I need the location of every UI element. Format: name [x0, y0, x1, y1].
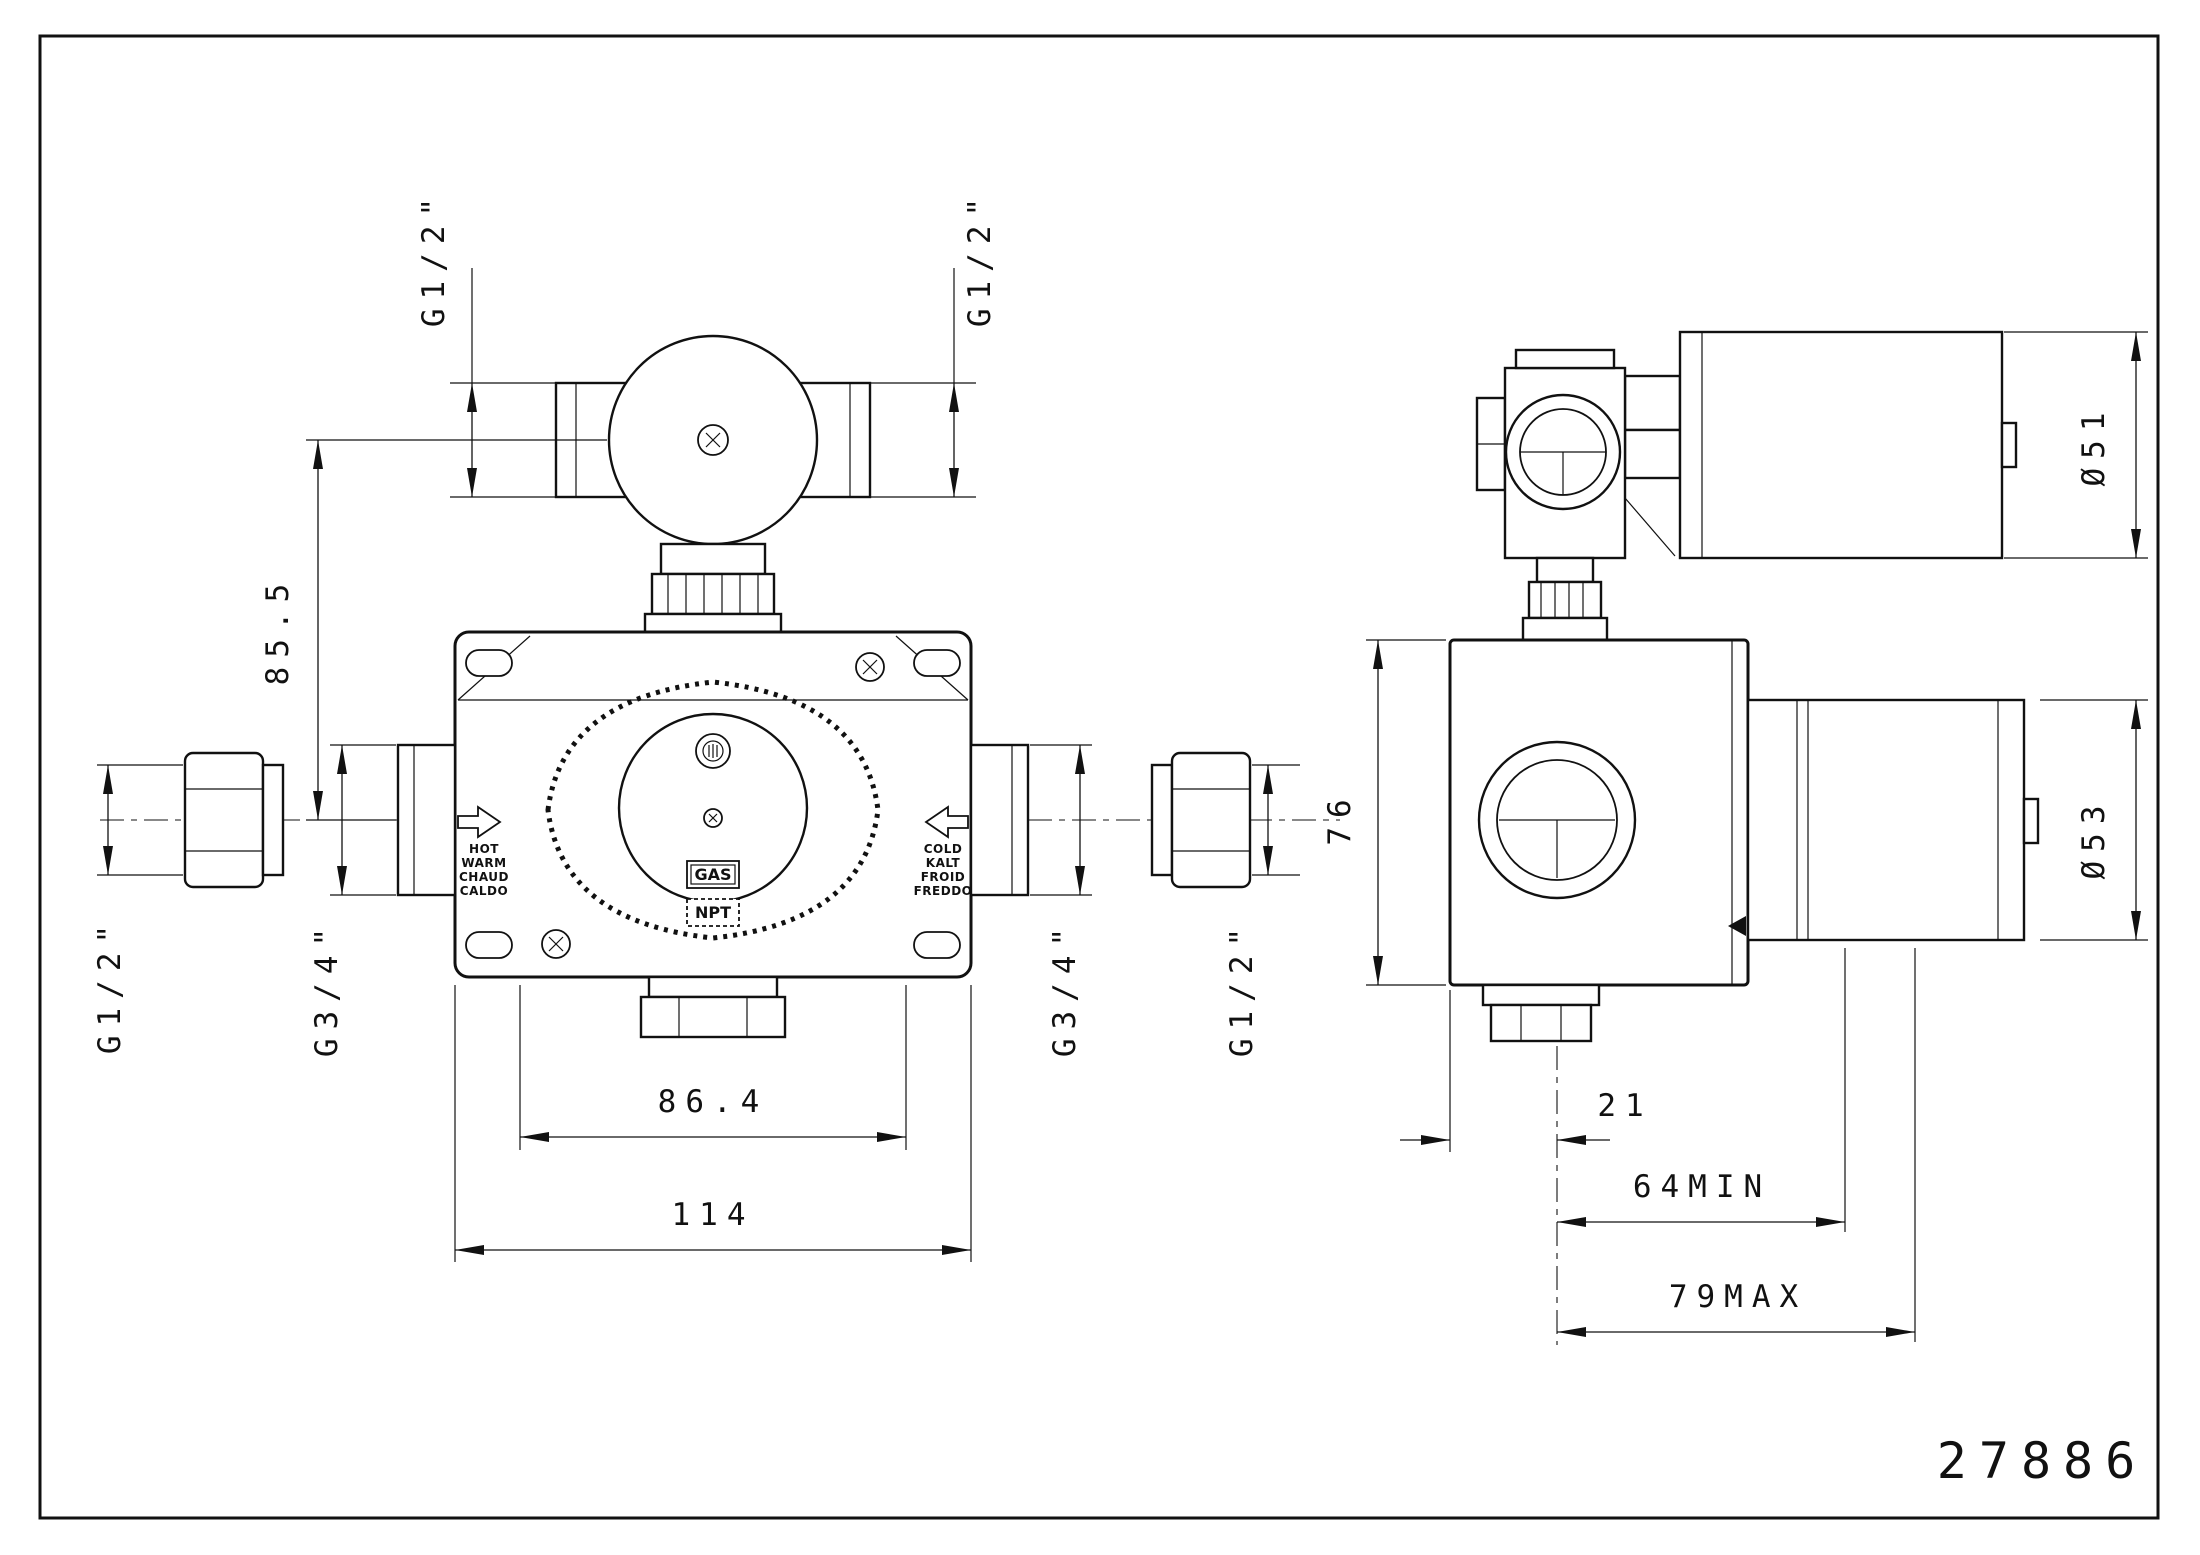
dim-label-phi53: Ø53	[2076, 797, 2112, 880]
front-view: GAS NPT HOT WARM CHAUD CALDO COLD KALT F…	[92, 189, 1340, 1262]
dim-21: 21	[1400, 990, 1652, 1152]
mount-slot	[465, 649, 513, 677]
npt-marking: NPT	[686, 898, 740, 927]
side-body	[1448, 638, 1750, 987]
dim-79max: 79MAX	[1557, 948, 1916, 1342]
dim-label-114: 114	[672, 1197, 755, 1233]
dim-85-5: 85.5	[260, 439, 607, 821]
top-knob	[554, 334, 872, 634]
dial-screw-icon	[703, 808, 723, 828]
dim-label-85-5: 85.5	[260, 575, 296, 686]
gas-marking: GAS	[686, 860, 740, 889]
dim-label-phi51: Ø51	[2076, 404, 2112, 487]
part-number: 27886	[1937, 1432, 2148, 1490]
dim-label-g12-left-outer: G1/2"	[92, 916, 128, 1054]
hot-text: HOT	[469, 842, 499, 856]
dim-label-86-4: 86.4	[658, 1084, 769, 1120]
side-view: Ø51 Ø53 76 21 64MIN 79MAX	[1322, 330, 2148, 1345]
dim-64min: 64MIN	[1557, 948, 1846, 1232]
dim-label-g12-top-left: G1/2"	[416, 189, 452, 327]
cold-arrow-icon	[924, 805, 969, 839]
dim-g12-right-outer: G1/2"	[1224, 764, 1300, 1057]
dim-label-79max: 79MAX	[1669, 1279, 1807, 1315]
dim-114: 114	[454, 985, 972, 1262]
hot-inlet-label: HOT WARM CHAUD CALDO	[457, 805, 509, 898]
dim-76: 76	[1322, 639, 1446, 986]
mount-slot	[913, 931, 961, 959]
dim-g34-right: G3/4"	[1030, 744, 1092, 1057]
cold-inlet-label: COLD KALT FROID FREDDO	[914, 805, 973, 898]
dim-label-g34-left: G3/4"	[309, 919, 345, 1057]
side-bottom-port	[1481, 983, 1601, 1043]
cold-text: KALT	[926, 856, 961, 870]
dim-label-g12-top-right: G1/2"	[962, 189, 998, 327]
cold-text: COLD	[924, 842, 963, 856]
hot-text: CALDO	[460, 884, 508, 898]
side-knob-barrel	[1678, 330, 2018, 560]
dim-g12-top-left: G1/2"	[416, 189, 556, 498]
dim-g34-left: G3/4"	[309, 744, 396, 1057]
dim-label-g12-right-outer: G1/2"	[1224, 919, 1260, 1057]
left-fitting	[183, 751, 285, 889]
dim-phi53: Ø53	[2040, 699, 2148, 941]
cold-text: FROID	[921, 870, 966, 884]
gas-label: GAS	[694, 865, 731, 884]
right-fitting	[1150, 751, 1252, 889]
right-port	[969, 743, 1030, 897]
hot-arrow-icon	[457, 805, 502, 839]
dim-g12-top-right: G1/2"	[870, 189, 998, 498]
indicator-arrow-icon	[1728, 916, 1746, 936]
bottom-port	[639, 975, 787, 1039]
dim-phi51: Ø51	[2004, 331, 2148, 559]
dim-86-4: 86.4	[519, 985, 907, 1150]
mount-slot	[465, 931, 513, 959]
side-top-assembly	[1475, 348, 1682, 642]
screw-icon	[541, 929, 571, 959]
npt-label: NPT	[695, 903, 731, 922]
cold-text: FREDDO	[914, 884, 973, 898]
hot-text: CHAUD	[459, 870, 509, 884]
left-port	[396, 743, 457, 897]
dim-label-64min: 64MIN	[1633, 1169, 1771, 1205]
brand-logo-icon	[695, 733, 731, 769]
side-outlet-barrel	[1746, 698, 2040, 942]
hot-text: WARM	[461, 856, 506, 870]
mount-slot	[913, 649, 961, 677]
dim-label-76: 76	[1322, 790, 1358, 845]
knob-screw-icon	[697, 424, 729, 456]
dim-label-21: 21	[1597, 1088, 1652, 1124]
dim-g12-left-outer: G1/2"	[92, 764, 183, 1054]
dim-label-g34-right: G3/4"	[1047, 919, 1083, 1057]
temperature-dial: GAS NPT	[545, 679, 881, 941]
screw-icon	[855, 652, 885, 682]
